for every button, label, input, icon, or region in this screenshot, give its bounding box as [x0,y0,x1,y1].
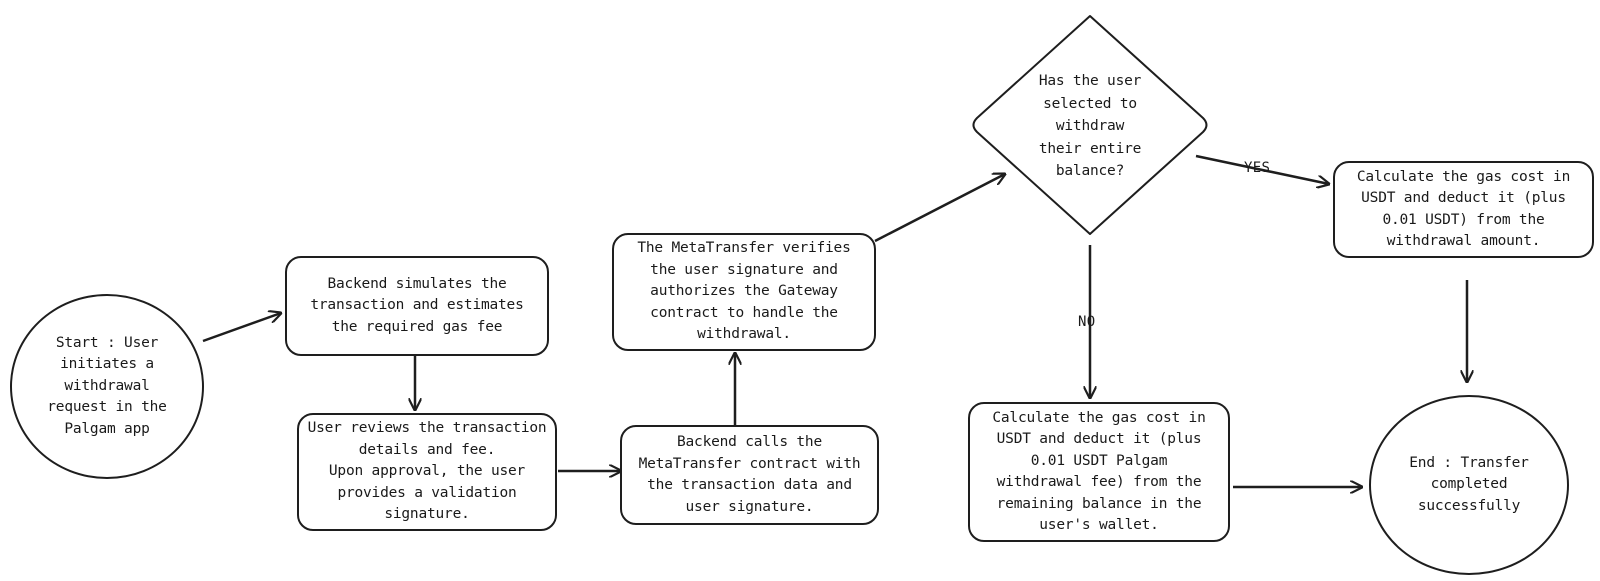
no-edge-label: NO [1078,314,1096,330]
decision-label: Has the user selected to withdraw their … [1038,73,1142,179]
backend-call-node: Backend calls the MetaTransfer contract … [620,425,879,525]
simulate-gas-label: Backend simulates the transaction and es… [310,275,524,335]
decision-diamond [972,15,1208,235]
simulate-gas-node: Backend simulates the transaction and es… [285,256,549,356]
metatransfer-verify-node: The MetaTransfer verifies the user signa… [612,233,876,351]
metatransfer-verify-label: The MetaTransfer verifies the user signa… [637,240,851,343]
yes-edge-label: YES [1244,160,1271,176]
arrow-verify-to-decision [874,174,1005,243]
yes-calc-node: Calculate the gas cost in USDT and deduc… [1333,161,1594,258]
backend-call-label: Backend calls the MetaTransfer contract … [638,434,861,515]
arrow-decision-to-yes-calc [1195,154,1329,184]
no-calc-label: Calculate the gas cost in USDT and deduc… [992,409,1206,534]
user-review-label: User reviews the transaction details and… [307,420,547,523]
end-node-label: End : Transfer completed successfully [1409,454,1529,514]
user-review-node: User reviews the transaction details and… [297,413,557,531]
no-calc-node: Calculate the gas cost in USDT and deduc… [968,402,1230,542]
arrow-start-to-simulate [202,313,281,343]
start-node-label: Start : User initiates a withdrawal requ… [47,334,167,437]
end-node: End : Transfer completed successfully [1369,395,1569,575]
yes-calc-label: Calculate the gas cost in USDT and deduc… [1356,168,1571,250]
start-node: Start : User initiates a withdrawal requ… [10,294,204,479]
